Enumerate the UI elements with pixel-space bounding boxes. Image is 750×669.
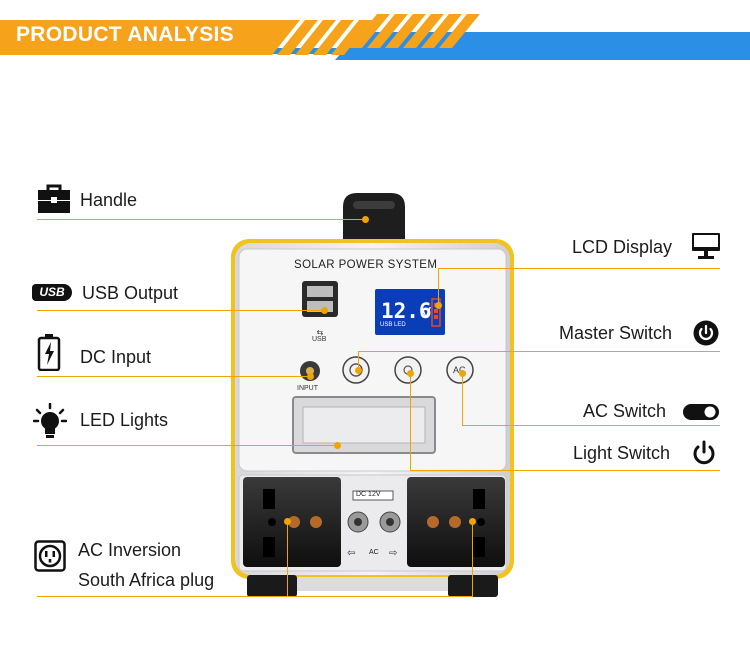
header-banner [0,14,750,60]
power-icon [693,440,715,465]
usb-output-leader [37,310,325,311]
ac-inversion-leader [37,596,473,597]
handle-leader [37,219,366,220]
led-lights-leader [37,445,338,446]
led-lights-dot [334,442,341,449]
svg-text:⇦: ⇦ [347,548,355,559]
usb-port-label: USB [312,336,327,343]
light-switch-leader [410,470,720,471]
outlet-icon [34,540,66,572]
lcd-display-label: LCD Display [572,237,673,257]
page-title: PRODUCT ANALYSIS [16,23,234,46]
dc-input-label: DC Input [80,347,152,367]
left-socket-drop [287,522,288,596]
usb-output-dot [321,307,328,314]
master-switch-leader [358,351,720,352]
right-socket-drop [472,522,473,596]
ac-label: AC [369,549,379,556]
toolbox-icon [38,184,70,213]
panel-title: SOLAR POWER SYSTEM [294,259,438,271]
monitor-icon [692,233,720,259]
input-label: INPUT [297,385,318,392]
master-switch-drop [358,351,359,372]
lcd-display-drop [438,268,439,304]
power-icon [693,320,719,346]
lcd-display-leader [438,268,720,269]
handle-label: Handle [80,190,138,210]
dc-input-leader [37,376,311,377]
light-switch-label: Light Switch [573,443,671,463]
solar-generator-device: ⇆ 12.6 ⇦ ⇨ [231,193,514,597]
dc-12v-label: DC 12V [356,491,381,498]
ac-switch-leader [462,425,720,426]
master-switch-label: Master Switch [559,323,673,343]
lcd-unit: V [421,304,432,321]
lcd-sub-label: USB LED [380,322,406,328]
master-switch-dot [355,367,362,374]
svg-text:⇨: ⇨ [389,548,397,559]
light-switch-drop [410,373,411,470]
lcd-value: 12.6 [381,299,432,323]
usb-output-label: USB Output [82,283,179,303]
right-socket-dot [469,518,476,525]
dc-input-dot [307,373,314,380]
battery-icon [37,334,61,371]
light-switch-dot [407,370,414,377]
svg-text:⇆: ⇆ [317,328,324,337]
left-socket-dot [284,518,291,525]
ac-switch-dot [459,370,466,377]
lcd-display-dot [435,302,442,309]
ac-inversion-label: AC Inversion [78,540,182,560]
usb-icon: USB [32,284,72,301]
lightbulb-icon [33,403,67,438]
handle-dot [362,216,369,223]
toggle-icon [683,404,719,420]
ac-inversion-sublabel: South Africa plug [78,570,215,590]
ac-switch-drop [462,373,463,425]
ac-switch-label: AC Switch [583,401,667,421]
led-lights-label: LED Lights [80,410,169,430]
